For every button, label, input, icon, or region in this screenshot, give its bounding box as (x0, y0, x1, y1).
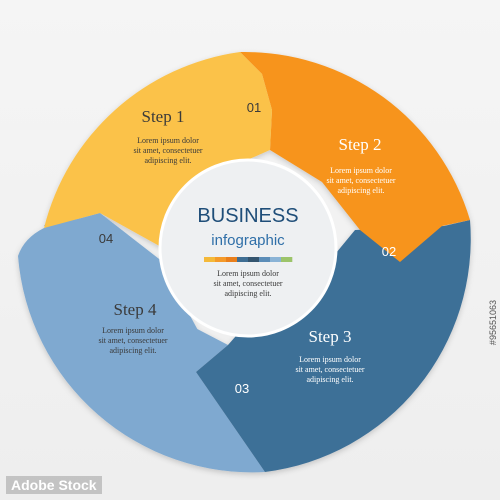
watermark-id: #95651063 (488, 300, 498, 346)
step-2-segment[interactable] (240, 51, 470, 262)
center-text-line-1: Lorem ipsum dolor (217, 269, 279, 278)
center-title: BUSINESS (197, 205, 298, 227)
center-text-line-3: adipiscing elit. (224, 289, 271, 298)
step-2-title: Step 2 (339, 135, 382, 154)
palette-swatch (215, 257, 227, 262)
step-1-number: 01 (247, 100, 261, 115)
step-2-number: 02 (382, 244, 396, 259)
center-subtitle: infographic (211, 232, 285, 249)
step-1-title: Step 1 (142, 107, 185, 126)
palette-swatch (259, 257, 271, 262)
step-1-segment[interactable] (44, 52, 272, 248)
watermark-brand: Adobe Stock (6, 476, 102, 494)
center-circle (158, 158, 338, 338)
center-text-line-2: sit amet, consectetuer (213, 279, 282, 288)
step-2-text-line-1: Lorem ipsum dolor (330, 166, 392, 175)
step-4-segment-body[interactable] (18, 213, 265, 473)
step-1-text-line-1: Lorem ipsum dolor (137, 136, 199, 145)
palette-swatch (281, 257, 293, 262)
color-palette-bar (204, 257, 293, 262)
step-4-text-line-3: adipiscing elit. (109, 346, 156, 355)
step-3-title: Step 3 (309, 327, 352, 346)
step-3-text-line-3: adipiscing elit. (306, 375, 353, 384)
step-4-text-line-1: Lorem ipsum dolor (102, 326, 164, 335)
step-4-number: 04 (99, 231, 113, 246)
step-1-text-line-2: sit amet, consectetuer (133, 146, 202, 155)
palette-swatch (226, 257, 238, 262)
step-2-text-line-2: sit amet, consectetuer (326, 176, 395, 185)
step-3-text-line-2: sit amet, consectetuer (295, 365, 364, 374)
step-1-text-line-3: adipiscing elit. (144, 156, 191, 165)
step-4-title: Step 4 (114, 300, 157, 319)
palette-swatch (204, 257, 216, 262)
palette-swatch (270, 257, 282, 262)
step-2-text-line-3: adipiscing elit. (337, 186, 384, 195)
step-4-text-line-2: sit amet, consectetuer (98, 336, 167, 345)
step-3-segment[interactable] (196, 220, 471, 472)
palette-swatch (248, 257, 260, 262)
step-3-number: 03 (235, 381, 249, 396)
palette-swatch (237, 257, 249, 262)
step-3-text-line-1: Lorem ipsum dolor (299, 355, 361, 364)
